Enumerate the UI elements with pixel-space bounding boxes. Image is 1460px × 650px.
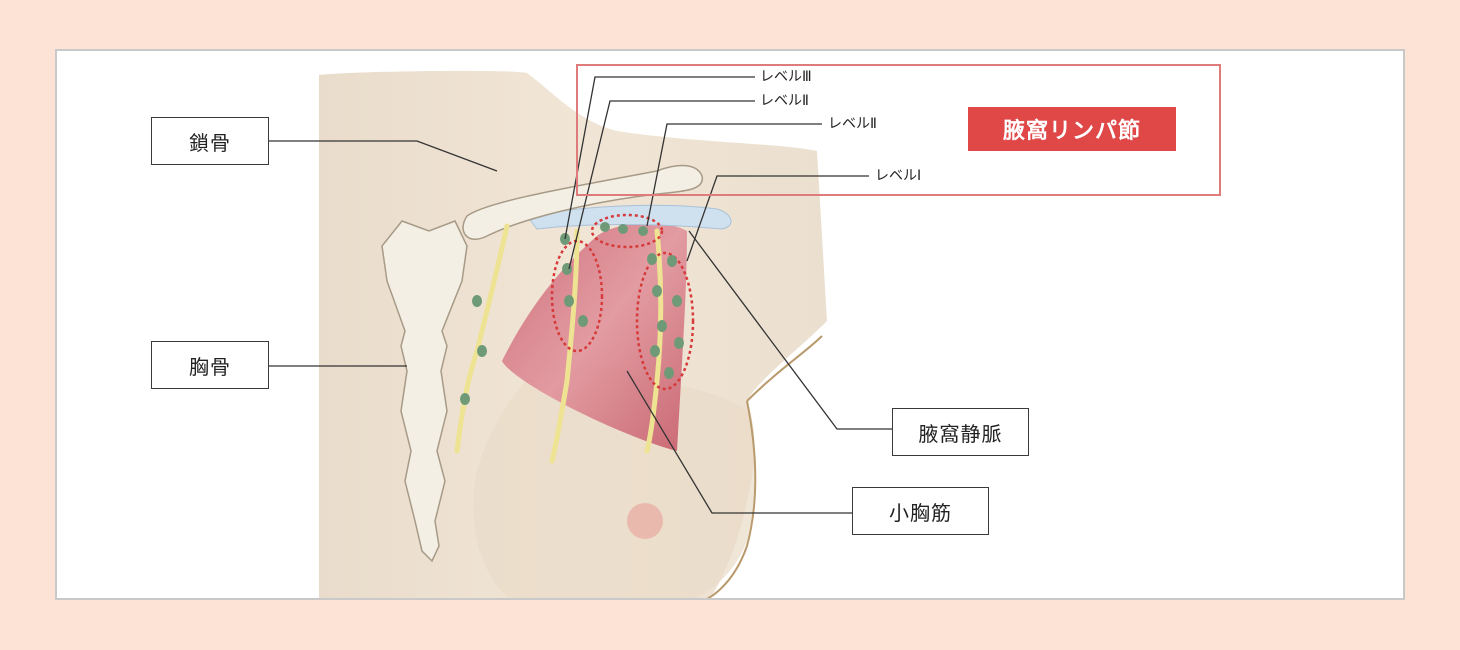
level-three-label: レベルⅢ (760, 69, 812, 85)
lymph-node (672, 295, 682, 307)
lymph-node (638, 226, 648, 236)
level-three-region (550, 239, 604, 353)
leader-clavicle (269, 140, 498, 172)
level-two-label-lower: レベルⅡ (828, 116, 877, 132)
leader-axillary-vein (688, 230, 892, 430)
level-two-label-upper: レベルⅡ (760, 93, 809, 109)
leader-level-three (564, 76, 755, 240)
axillary-nodes-title: 腋窩リンパ節 (968, 107, 1176, 151)
lymph-node (472, 295, 482, 307)
breast-outline (473, 351, 755, 598)
pectoralis-minor-label: 小胸筋 (852, 487, 989, 535)
lymph-vessel-right (644, 228, 664, 454)
lymph-node (664, 367, 674, 379)
leader-pectoralis-minor (626, 370, 852, 514)
diagram-panel: 腋窩リンパ節 レベルⅢ レベルⅡ レベルⅡ レベルⅠ 鎖骨 胸骨 腋窩静脈 小胸… (55, 49, 1405, 600)
lymph-node (460, 393, 470, 405)
lymph-node (477, 345, 487, 357)
lymph-node (564, 295, 574, 307)
areola (627, 503, 663, 539)
clavicle-label: 鎖骨 (151, 117, 269, 165)
lymph-node (647, 253, 657, 265)
axillary-vein (526, 204, 732, 230)
clavicle-bone (462, 164, 703, 240)
axillary-vein-label: 腋窩静脈 (892, 408, 1029, 456)
lymph-node (578, 315, 588, 327)
leader-level-two-b (646, 123, 822, 227)
lymph-node (657, 320, 667, 332)
leader-level-two-a (568, 100, 755, 270)
lymph-node (667, 255, 677, 267)
level-two-region (590, 213, 664, 249)
anatomy-illustration (269, 70, 892, 598)
level-one-region (635, 251, 695, 391)
lymph-node (600, 222, 610, 232)
leader-lines (269, 76, 892, 514)
level-one-label: レベルⅠ (875, 168, 922, 184)
lymph-node (674, 337, 684, 349)
axilla-contour-line (746, 335, 823, 402)
lymph-vessel-mid (549, 228, 580, 464)
sternum-bone (381, 220, 468, 563)
lymph-node (652, 285, 662, 297)
lymph-node (650, 345, 660, 357)
sternum-label: 胸骨 (151, 341, 269, 389)
lymph-node (618, 224, 628, 234)
leader-level-one (686, 175, 869, 262)
breast-contour-line (706, 400, 757, 598)
